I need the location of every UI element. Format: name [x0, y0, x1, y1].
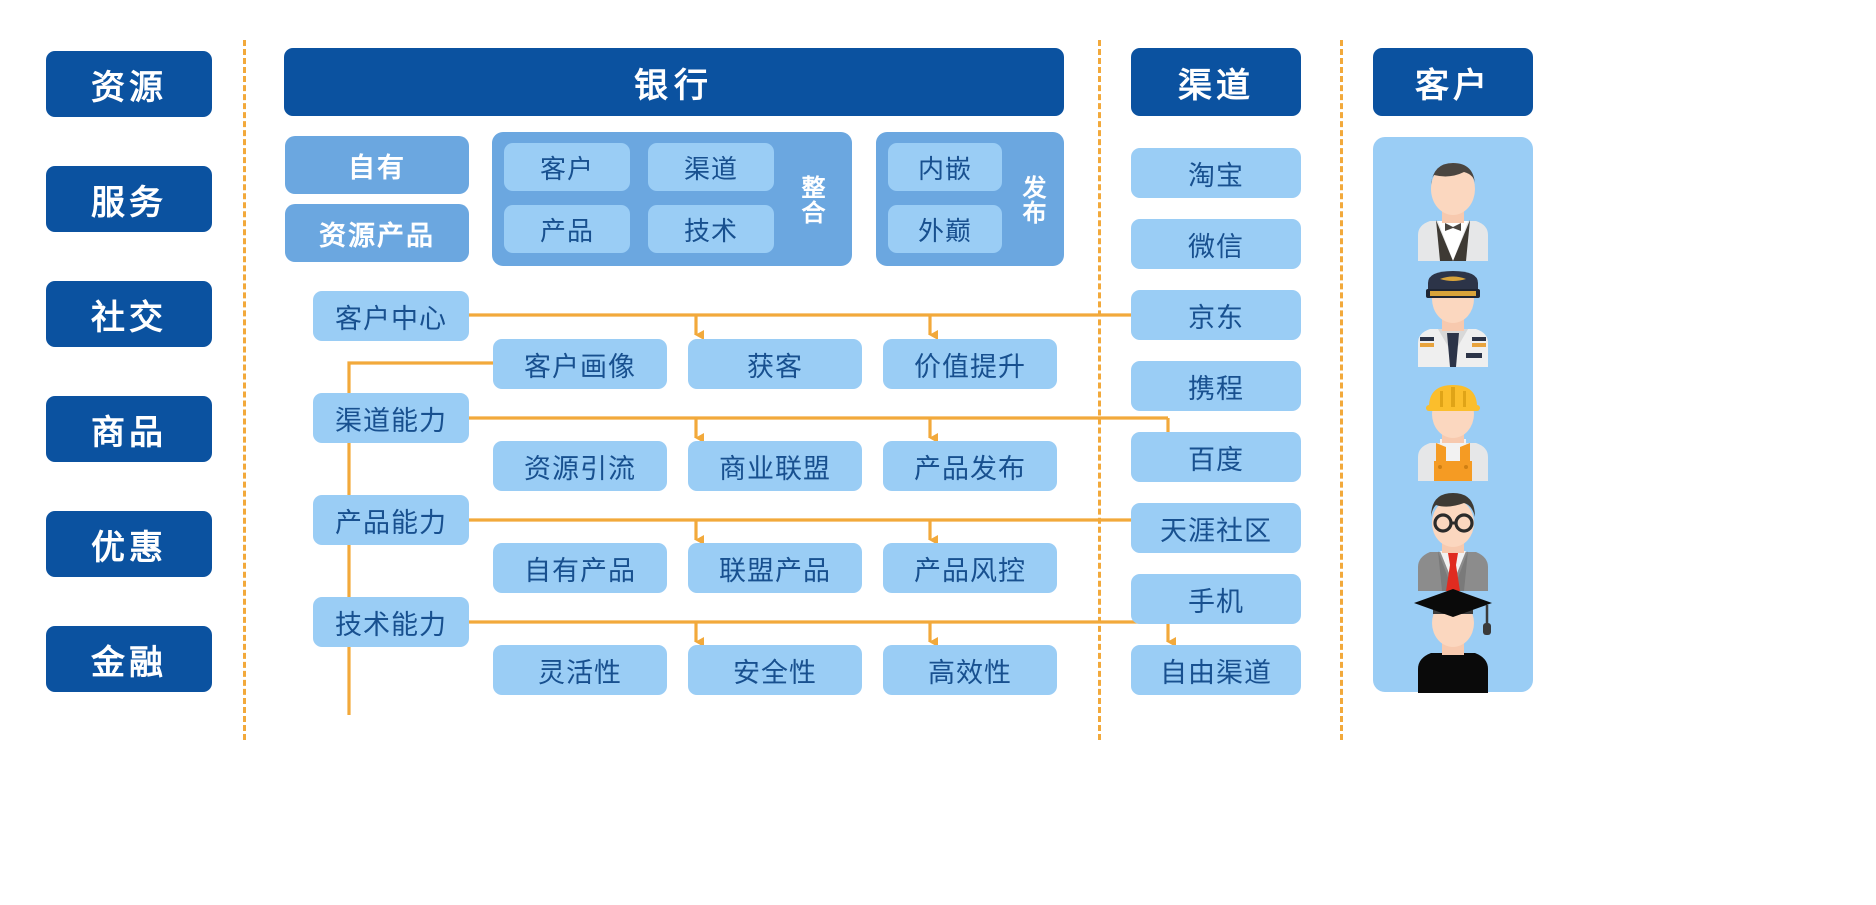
channel-item-ctrip[interactable]: 携程: [1131, 361, 1301, 411]
bank-own-box[interactable]: 自有: [285, 136, 469, 194]
channel-item-jd[interactable]: 京东: [1131, 290, 1301, 340]
category-goods[interactable]: 商品: [46, 396, 212, 462]
category-service[interactable]: 服务: [46, 166, 212, 232]
output-product-risk-control[interactable]: 产品风控: [883, 543, 1057, 593]
output-product-release[interactable]: 产品发布: [883, 441, 1057, 491]
publish-item-external[interactable]: 外巅: [888, 205, 1002, 253]
output-alliance-product[interactable]: 联盟产品: [688, 543, 862, 593]
driver-channel-capability[interactable]: 渠道能力: [313, 393, 469, 443]
waiter-avatar: [1378, 149, 1528, 261]
businessman-avatar: [1378, 479, 1528, 591]
category-finance[interactable]: 金融: [46, 626, 212, 692]
category-resource[interactable]: 资源: [46, 51, 212, 117]
integration-item-customer[interactable]: 客户: [504, 143, 630, 191]
channel-item-free-channel[interactable]: 自由渠道: [1131, 645, 1301, 695]
channel-item-baidu[interactable]: 百度: [1131, 432, 1301, 482]
construction-worker-avatar: [1378, 369, 1528, 481]
divider-left: [243, 40, 246, 740]
integration-item-product[interactable]: 产品: [504, 205, 630, 253]
integration-item-technology[interactable]: 技术: [648, 205, 774, 253]
divider-right: [1340, 40, 1343, 740]
driver-product-capability[interactable]: 产品能力: [313, 495, 469, 545]
channel-item-mobile[interactable]: 手机: [1131, 574, 1301, 624]
output-efficiency[interactable]: 高效性: [883, 645, 1057, 695]
category-social[interactable]: 社交: [46, 281, 212, 347]
channel-column-title: 渠道: [1131, 48, 1301, 116]
output-customer-acquisition[interactable]: 获客: [688, 339, 862, 389]
channel-item-taobao[interactable]: 淘宝: [1131, 148, 1301, 198]
pilot-avatar: [1378, 255, 1528, 367]
integration-item-channel[interactable]: 渠道: [648, 143, 774, 191]
integration-side-label: 整合: [797, 175, 824, 225]
publish-item-embedded[interactable]: 内嵌: [888, 143, 1002, 191]
graduate-avatar: [1378, 581, 1528, 693]
driver-customer-center[interactable]: 客户中心: [313, 291, 469, 341]
output-business-alliance[interactable]: 商业联盟: [688, 441, 862, 491]
output-customer-profile[interactable]: 客户画像: [493, 339, 667, 389]
publish-side-label: 发布: [1018, 175, 1045, 225]
output-resource-traffic[interactable]: 资源引流: [493, 441, 667, 491]
channel-item-wechat[interactable]: 微信: [1131, 219, 1301, 269]
customer-avatar-panel: [1373, 137, 1533, 693]
driver-technology-capability[interactable]: 技术能力: [313, 597, 469, 647]
customer-column-title: 客户: [1373, 48, 1533, 116]
bank-own-products-box[interactable]: 资源产品: [285, 204, 469, 262]
output-flexibility[interactable]: 灵活性: [493, 645, 667, 695]
bank-title: 银行: [284, 48, 1064, 116]
output-security[interactable]: 安全性: [688, 645, 862, 695]
divider-middle: [1098, 40, 1101, 740]
output-own-product[interactable]: 自有产品: [493, 543, 667, 593]
category-discount[interactable]: 优惠: [46, 511, 212, 577]
output-value-enhancement[interactable]: 价值提升: [883, 339, 1057, 389]
channel-item-tianya[interactable]: 天涯社区: [1131, 503, 1301, 553]
